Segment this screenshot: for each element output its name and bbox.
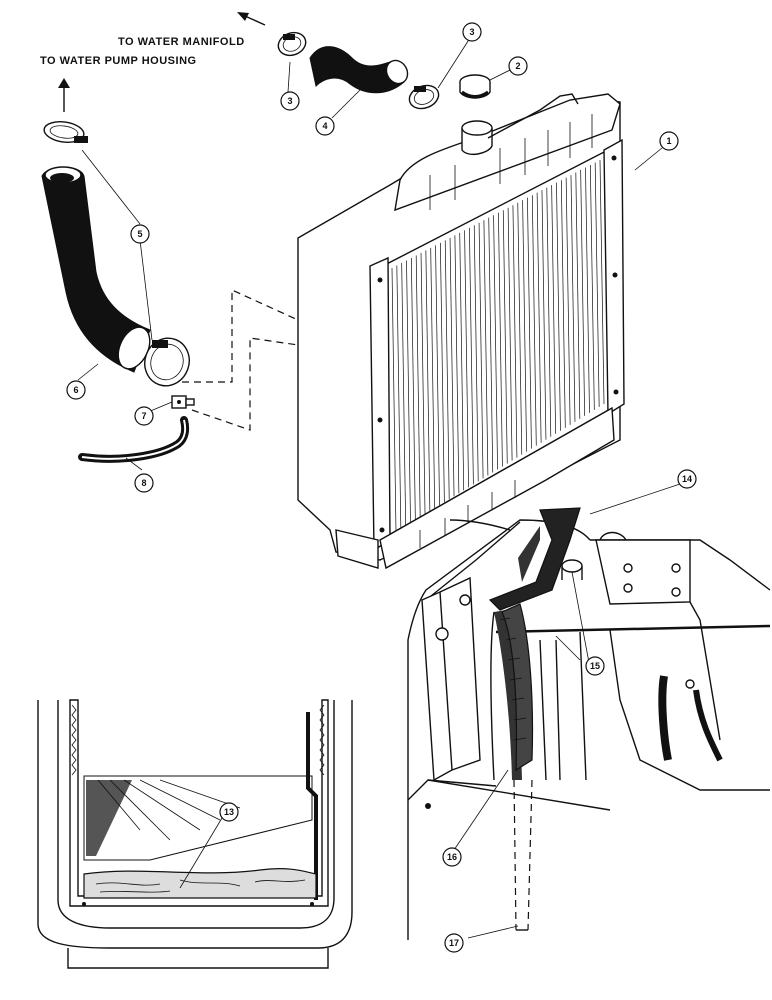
callout-number: 6 <box>73 385 78 395</box>
hose-clamp-upper-right <box>408 84 440 110</box>
radiator-fin <box>570 175 576 422</box>
hose-clamp-upper-left <box>277 31 307 57</box>
radiator-fin <box>454 235 460 494</box>
radiator-fin <box>512 205 518 458</box>
radiator-fin <box>459 232 465 491</box>
callout-number: 2 <box>515 61 520 71</box>
arrow-to-water-pump <box>58 78 70 112</box>
radiator-fin <box>599 159 605 405</box>
callout-circle <box>442 847 462 867</box>
callout-group: 1 2 3 3 4 5 6 7 8 13 14 15 16 17 <box>66 22 697 953</box>
radiator-fin <box>594 162 600 407</box>
radiator-fin <box>444 240 450 500</box>
radiator-fin <box>580 170 586 416</box>
leader-lines <box>77 37 681 939</box>
radiator-fin <box>464 230 469 488</box>
radiator-fin <box>522 200 527 452</box>
radiator-fin <box>498 212 503 467</box>
callout-circle <box>134 473 154 493</box>
callout-number: 5 <box>137 229 142 239</box>
radiator-fin <box>440 242 445 503</box>
callout-circle <box>280 91 300 111</box>
radiator-fin <box>589 165 595 410</box>
radiator-fin <box>488 217 494 473</box>
radiator-fin <box>420 252 426 515</box>
callout-number: 7 <box>141 411 146 421</box>
callout-circle <box>134 406 154 426</box>
callout-number: 1 <box>666 136 671 146</box>
callout-circle <box>659 131 679 151</box>
callout-number: 15 <box>590 661 600 671</box>
callout-number: 8 <box>141 478 146 488</box>
callout-circle <box>130 224 150 244</box>
callout-circle <box>677 469 697 489</box>
label-water-manifold: TO WATER MANIFOLD <box>118 36 245 48</box>
radiator-fin <box>401 262 407 527</box>
callout-circle <box>444 933 464 953</box>
callout-circle <box>66 380 86 400</box>
lower-radiator-hose <box>41 166 151 373</box>
callout-number: 4 <box>322 121 327 131</box>
radiator-fin <box>517 202 523 455</box>
radiator-cross-section <box>37 699 353 969</box>
radiator-fin <box>449 237 455 497</box>
radiator-fin <box>551 185 556 434</box>
radiator-fin <box>507 207 513 461</box>
callout-circle <box>219 802 239 822</box>
callout-circle <box>585 656 605 676</box>
radiator-fin <box>556 182 561 431</box>
radiator-fin <box>541 190 547 440</box>
radiator-fin <box>478 222 484 479</box>
radiator-fin <box>531 195 537 446</box>
label-water-pump-housing: TO WATER PUMP HOUSING <box>40 55 197 67</box>
callout-number: 17 <box>449 938 459 948</box>
radiator-fin <box>565 177 571 425</box>
radiator-fin <box>406 260 411 524</box>
radiator-fin <box>560 180 566 428</box>
upper-radiator-hose <box>309 46 409 94</box>
radiator-fin <box>546 187 552 437</box>
radiator-fin <box>425 250 431 512</box>
radiator-fin <box>575 172 581 419</box>
callout-number: 3 <box>469 27 474 37</box>
radiator-fin <box>493 215 498 470</box>
callout-number: 16 <box>447 852 457 862</box>
radiator-fin <box>396 265 402 530</box>
radiator-fin <box>585 167 590 413</box>
callout-circle <box>508 56 528 76</box>
radiator-core-fins <box>391 159 605 533</box>
tractor-installation-view <box>407 507 771 940</box>
callout-number: 3 <box>287 96 292 106</box>
radiator-fin <box>527 197 532 449</box>
callout-number: 14 <box>682 474 692 484</box>
radiator-fin <box>502 210 508 464</box>
radiator-fin <box>483 220 489 476</box>
drain-cock <box>171 395 195 409</box>
radiator-cap <box>459 74 491 99</box>
arrow-to-water-manifold <box>237 12 266 26</box>
callout-number: 13 <box>224 807 234 817</box>
radiator-fin <box>435 245 440 506</box>
radiator-fin <box>391 267 397 533</box>
radiator-fin <box>536 192 542 443</box>
hose-clamp-lower-top <box>43 121 88 143</box>
radiator-fin <box>473 225 479 482</box>
dashed-connection-lines <box>182 289 299 431</box>
radiator-fin <box>410 257 416 521</box>
callout-circle <box>315 116 335 136</box>
hose-clamp-lower-bottom <box>144 337 190 387</box>
radiator-fin <box>430 247 436 509</box>
radiator-fin <box>415 255 421 518</box>
callout-circle <box>462 22 482 42</box>
radiator <box>297 93 625 570</box>
radiator-fin <box>469 227 474 485</box>
drain-hose <box>78 416 190 463</box>
